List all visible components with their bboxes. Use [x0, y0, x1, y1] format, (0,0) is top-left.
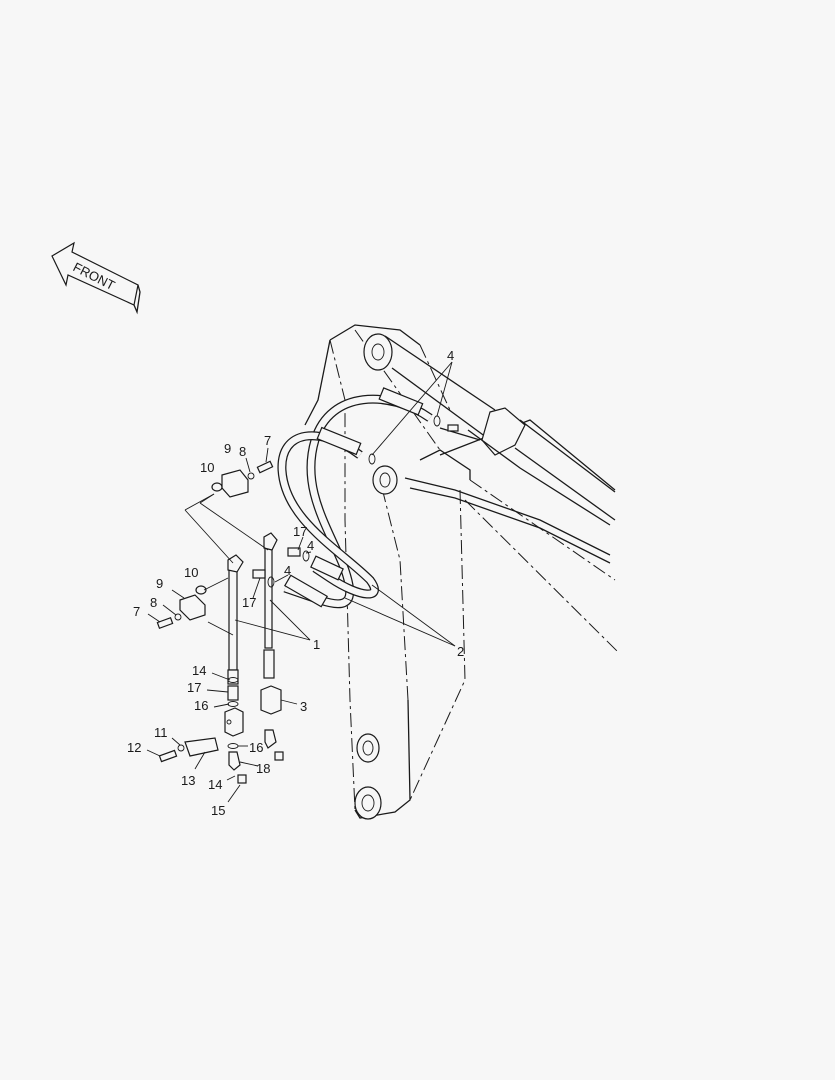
callout-3: 3 [300, 699, 307, 714]
callout-8: 8 [150, 595, 157, 610]
callout-10: 10 [184, 565, 198, 580]
callout-15: 15 [211, 803, 225, 818]
callout-4: 4 [447, 348, 454, 363]
callout-11: 11 [154, 725, 168, 740]
boom-outline [304, 324, 619, 820]
callout-4: 4 [307, 538, 314, 553]
callout-12: 12 [127, 740, 141, 755]
hoses [277, 387, 441, 609]
callout-labels: 4 9 8 7 10 17 4 4 10 9 17 8 7 1 2 14 17 … [127, 348, 464, 818]
callout-2: 2 [457, 644, 464, 659]
callout-14: 14 [192, 663, 206, 678]
callout-18: 18 [256, 761, 270, 776]
callout-17: 17 [293, 524, 307, 539]
leader-lines [146, 361, 456, 803]
callout-16: 16 [194, 698, 208, 713]
callout-10: 10 [200, 460, 214, 475]
callout-1: 1 [313, 637, 320, 652]
callout-13: 13 [181, 773, 195, 788]
callout-16: 16 [249, 740, 263, 755]
callout-9: 9 [156, 576, 163, 591]
callout-17: 17 [242, 595, 256, 610]
callout-8: 8 [239, 444, 246, 459]
front-arrow-icon: FRONT [51, 241, 141, 315]
callout-4: 4 [284, 563, 291, 578]
callout-7: 7 [264, 433, 271, 448]
callout-14: 14 [208, 777, 222, 792]
pipes-and-fittings [156, 460, 310, 784]
callout-17: 17 [187, 680, 201, 695]
callout-7: 7 [133, 604, 140, 619]
boom-cylinder [363, 333, 616, 564]
callout-9: 9 [224, 441, 231, 456]
